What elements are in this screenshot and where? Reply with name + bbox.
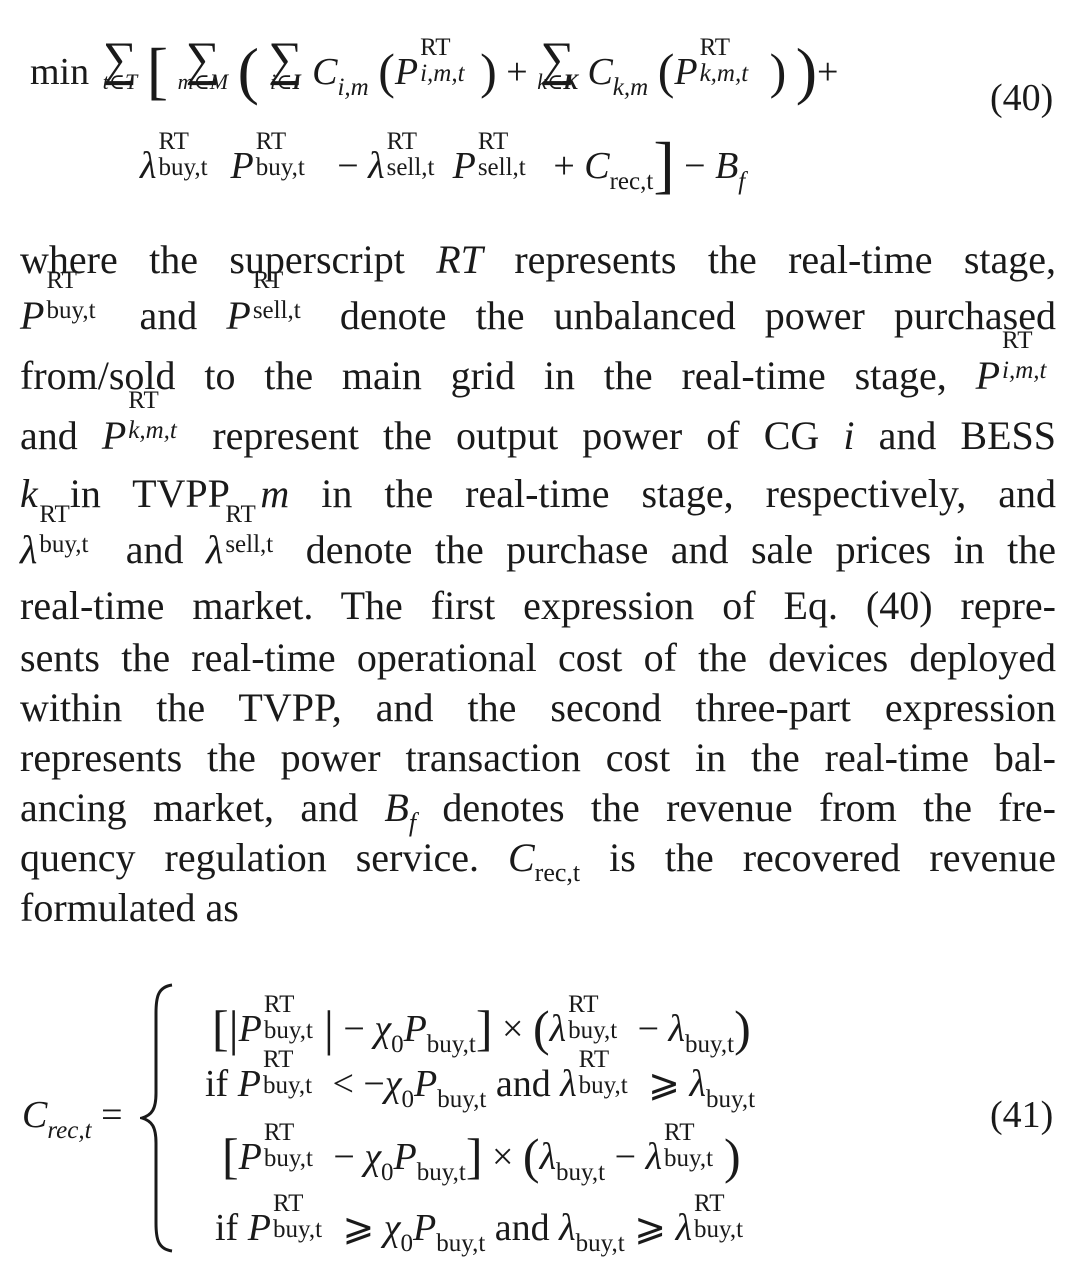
paragraph-line-8: sents the real-time operational cost of … <box>20 635 1056 680</box>
paragraph-line-13: formulated as <box>20 885 239 930</box>
paragraph-line-12: quency regulation service. Crec,t is the… <box>20 835 1056 887</box>
equation-number-41: (41) <box>990 1094 1054 1136</box>
sum-over-i: ∑ i∈I <box>268 33 303 94</box>
sum-over-m: ∑ m∈M <box>177 33 229 94</box>
paragraph-line-3: from/sold to the main grid in the real-t… <box>20 327 1047 398</box>
left-curly-brace <box>140 983 173 1253</box>
equation-number-40: (40) <box>990 77 1054 119</box>
left-paren: ( <box>237 35 259 106</box>
sum-over-k: ∑ k∈K <box>537 33 578 94</box>
paragraph-line-7: real-time market. The first expression o… <box>20 583 1056 628</box>
paragraph-line-9: within the TVPP, and the second three-pa… <box>20 685 1056 730</box>
min-operator: min <box>30 51 90 93</box>
paragraph-line-11: ancing market, and Bf denotes the revenu… <box>20 785 1056 837</box>
right-bracket: ] <box>653 129 675 200</box>
sum-over-t: ∑ t∈T <box>102 33 138 94</box>
paragraph-line-10: represents the power transaction cost in… <box>20 735 1056 780</box>
right-paren: ) <box>795 35 818 106</box>
paragraph-line-1: where the superscript RT represents the … <box>20 237 1057 282</box>
paragraph-line-5: k in TVPP m in the real-time stage, resp… <box>20 471 1057 516</box>
equation-41-lhs: Crec,t = <box>22 1094 123 1144</box>
left-bracket: [ <box>146 35 169 106</box>
